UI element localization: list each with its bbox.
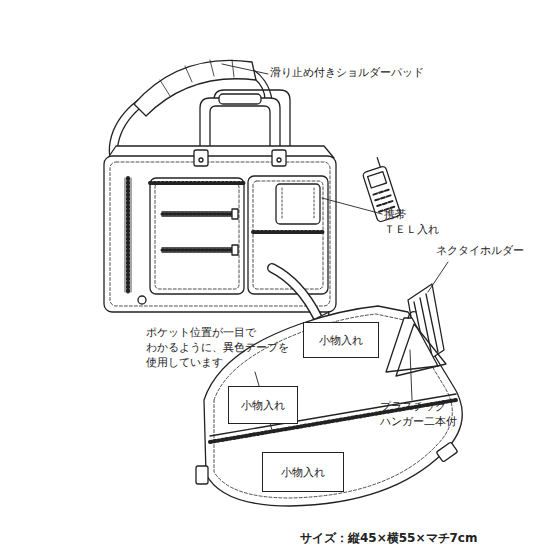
dimension-label: サイズ：縦45×横55×マチ7cm [300, 530, 556, 546]
part-label: 携帯 ＴＥＬ入れ [384, 208, 448, 238]
pocket-box: 小物入れ [303, 322, 379, 358]
pocket-label: 小物入れ [319, 333, 363, 348]
note-text: ポケット位置が一目で わかるように、異色テープを 使用しています [146, 326, 298, 371]
part-label: ネクタイホルダー [436, 244, 558, 259]
pocket-label: 小物入れ [241, 398, 285, 413]
part-label: プラスチック ハンガー二本付 [380, 400, 472, 430]
pocket-box: 小物入れ [262, 452, 344, 492]
plastic-hangers [386, 312, 446, 376]
leader-lines [222, 64, 448, 430]
front-pockets [150, 176, 328, 294]
bag-handles [200, 90, 290, 150]
pocket-box: 小物入れ [228, 386, 298, 424]
pocket-label: 小物入れ [281, 465, 325, 480]
part-label: 滑り止め付きショルダーパッド [270, 66, 440, 81]
